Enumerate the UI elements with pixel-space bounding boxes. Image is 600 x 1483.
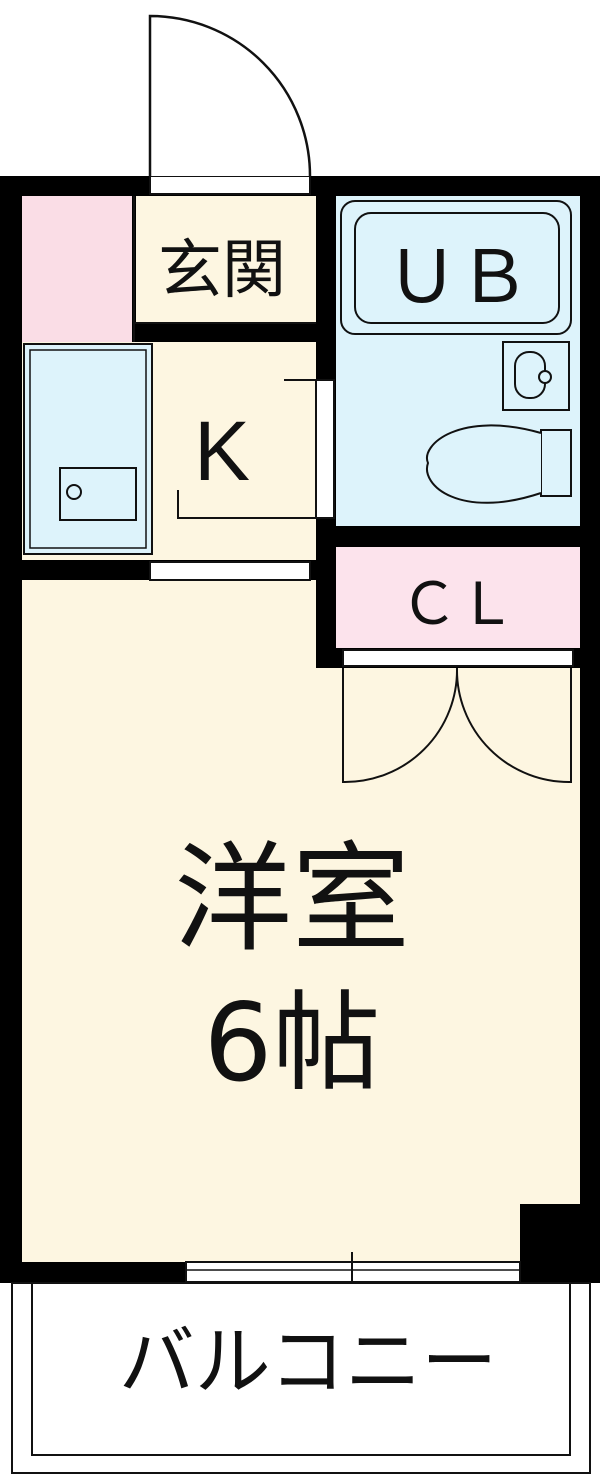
- entrance-label: 玄関: [158, 234, 286, 308]
- western-room-floor: [22, 580, 580, 1262]
- balcony-inner: [31, 1282, 571, 1456]
- kitchen-counter-inner: [29, 349, 147, 549]
- faucet-icon: [538, 370, 552, 384]
- kitchen-partition: [177, 379, 316, 519]
- sink-icon: [59, 467, 137, 521]
- room-size-label: 6帖: [204, 981, 381, 1106]
- toilet-bowl-icon: [426, 424, 542, 504]
- closet-door-frame: [342, 649, 574, 667]
- closet-door-swing: [342, 667, 572, 784]
- drain-icon: [66, 484, 82, 500]
- entrance-door-frame: [149, 175, 311, 195]
- kitchen-room-opening: [149, 561, 311, 581]
- room-name-label: 洋室: [174, 830, 410, 968]
- closet-label: ＣＬ: [400, 570, 516, 638]
- balcony-outline: [11, 1282, 591, 1474]
- bath-door: [315, 379, 335, 519]
- toilet-tank-icon: [540, 429, 572, 497]
- balcony-label: バルコニー: [119, 1317, 497, 1406]
- unit-bath-label: ＵＢ: [386, 235, 530, 319]
- closet-area: [336, 547, 580, 648]
- entrance-floor: [136, 196, 316, 322]
- bathtub-icon: [340, 200, 572, 335]
- kitchen-label: K: [194, 404, 250, 498]
- bathtub-inner: [354, 212, 560, 324]
- kitchen-counter: [23, 343, 153, 555]
- entrance-shoe-storage: [22, 196, 132, 342]
- entrance-door-swing: [148, 14, 312, 177]
